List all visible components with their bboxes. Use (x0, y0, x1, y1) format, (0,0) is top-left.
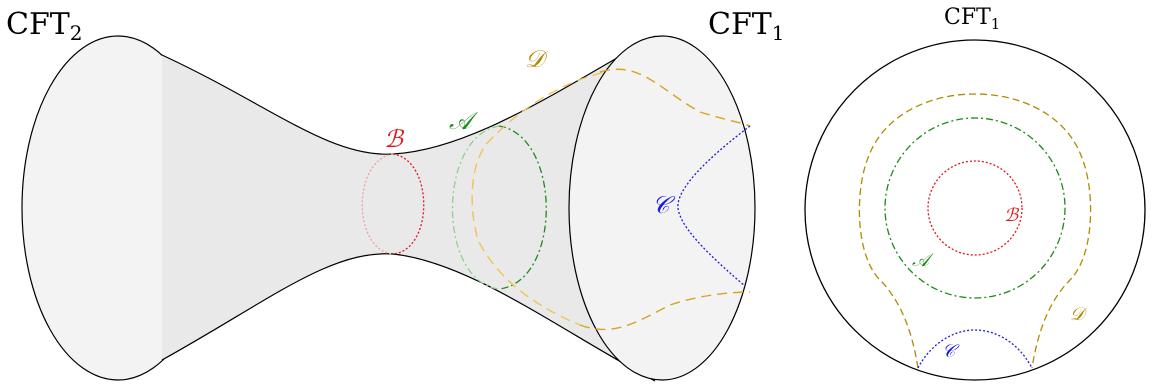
disk-label-c: 𝒞 (942, 341, 960, 362)
disk-curve-b (927, 160, 1023, 256)
curve-d-top-on-surface (471, 68, 619, 326)
boundary-circle (804, 39, 1146, 381)
right-boundary-disk (568, 35, 756, 381)
disk-curve-c (917, 329, 1033, 369)
boundary-disk-panel: CFT1 ℬ 𝒜 𝒟 𝒞 (804, 5, 1146, 381)
disk-curve-a (884, 117, 1066, 299)
label-cft1-disk: CFT1 (944, 5, 1000, 33)
curve-a-front (498, 125, 547, 290)
label-d: 𝒟 (525, 45, 549, 73)
disk-label-a: 𝒜 (912, 250, 934, 271)
disk-curve-d (858, 93, 1092, 369)
wormhole-panel: CFT2 CFT1 ℬ 𝒜 𝒟 𝒞 (6, 7, 785, 382)
disk-label-d: 𝒟 (1070, 304, 1088, 325)
throat-bottom-edge (161, 253, 656, 382)
label-cft1: CFT1 (708, 7, 785, 45)
label-b: ℬ (384, 125, 405, 153)
throat-surface (162, 36, 655, 381)
label-cft2: CFT2 (6, 7, 83, 45)
curve-c (677, 125, 751, 287)
curve-b-front (392, 153, 425, 255)
curve-b-back (361, 153, 394, 255)
curve-d-on-boundary (599, 68, 751, 127)
disk-label-b: ℬ (1004, 205, 1020, 226)
label-a: 𝒜 (449, 107, 479, 135)
curve-a-back (452, 125, 500, 290)
